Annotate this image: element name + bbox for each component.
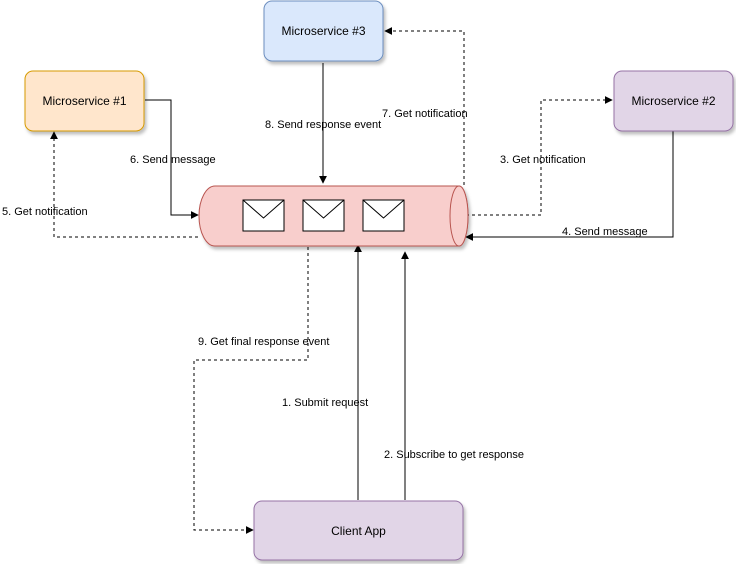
edge-notify-ms2 <box>466 96 613 216</box>
label-notify-ms2: 3. Get notification <box>500 154 586 166</box>
microservice-2-label: Microservice #2 <box>631 94 715 108</box>
edge-final-response <box>193 247 309 534</box>
envelope-icon <box>302 199 345 232</box>
label-ms2-send: 4. Send message <box>562 226 648 238</box>
label-ms3-send: 8. Send response event <box>265 119 381 131</box>
edge-ms2-send <box>465 131 674 241</box>
label-final-response: 9. Get final response event <box>198 336 329 348</box>
microservice-2-box <box>613 70 734 132</box>
microservice-3-node: Microservice #3 <box>263 0 384 62</box>
label-notify-ms1: 5. Get notification <box>2 206 88 218</box>
microservice-3-label: Microservice #3 <box>281 24 365 38</box>
edge-notify-ms1 <box>50 131 198 238</box>
label-notify-ms3: 7. Get notification <box>382 108 468 120</box>
microservice-3-box <box>263 0 384 62</box>
edge-ms1-send <box>145 99 199 219</box>
queue-end-cap <box>449 185 469 247</box>
microservice-2-node: Microservice #2 <box>613 70 734 132</box>
envelope-icon <box>242 199 285 232</box>
client-app-label: Client App <box>331 524 386 538</box>
microservice-1-box <box>24 70 145 132</box>
envelope-icon <box>362 199 405 232</box>
label-ms1-send: 6. Send message <box>130 154 216 166</box>
client-app-box <box>253 500 464 561</box>
microservice-1-node: Microservice #1 <box>24 70 145 132</box>
edge-notify-ms3 <box>384 27 465 185</box>
label-subscribe: 2. Subscribe to get response <box>384 449 524 461</box>
client-app-node: Client App <box>253 500 464 561</box>
label-submit-request: 1. Submit request <box>282 397 368 409</box>
microservice-1-label: Microservice #1 <box>42 94 126 108</box>
